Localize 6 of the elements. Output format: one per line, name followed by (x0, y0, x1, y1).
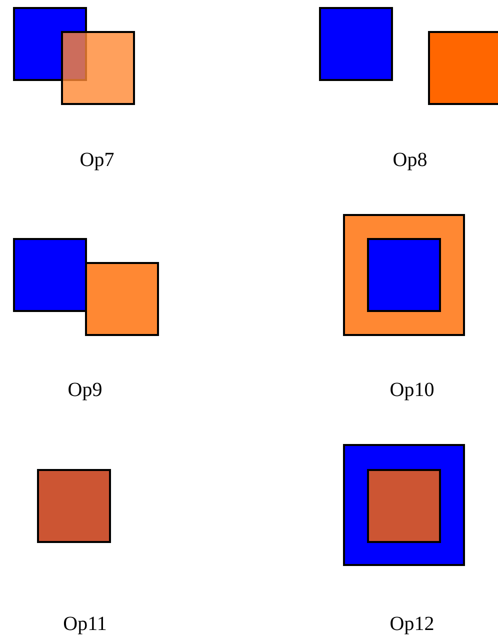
panel-label: Op11 (63, 612, 107, 636)
panel-label: Op10 (390, 378, 434, 402)
panel-label: Op8 (392, 148, 428, 172)
panel-label: Op12 (390, 612, 434, 636)
panel-label: Op7 (80, 148, 114, 172)
panel-label: Op9 (68, 378, 102, 402)
